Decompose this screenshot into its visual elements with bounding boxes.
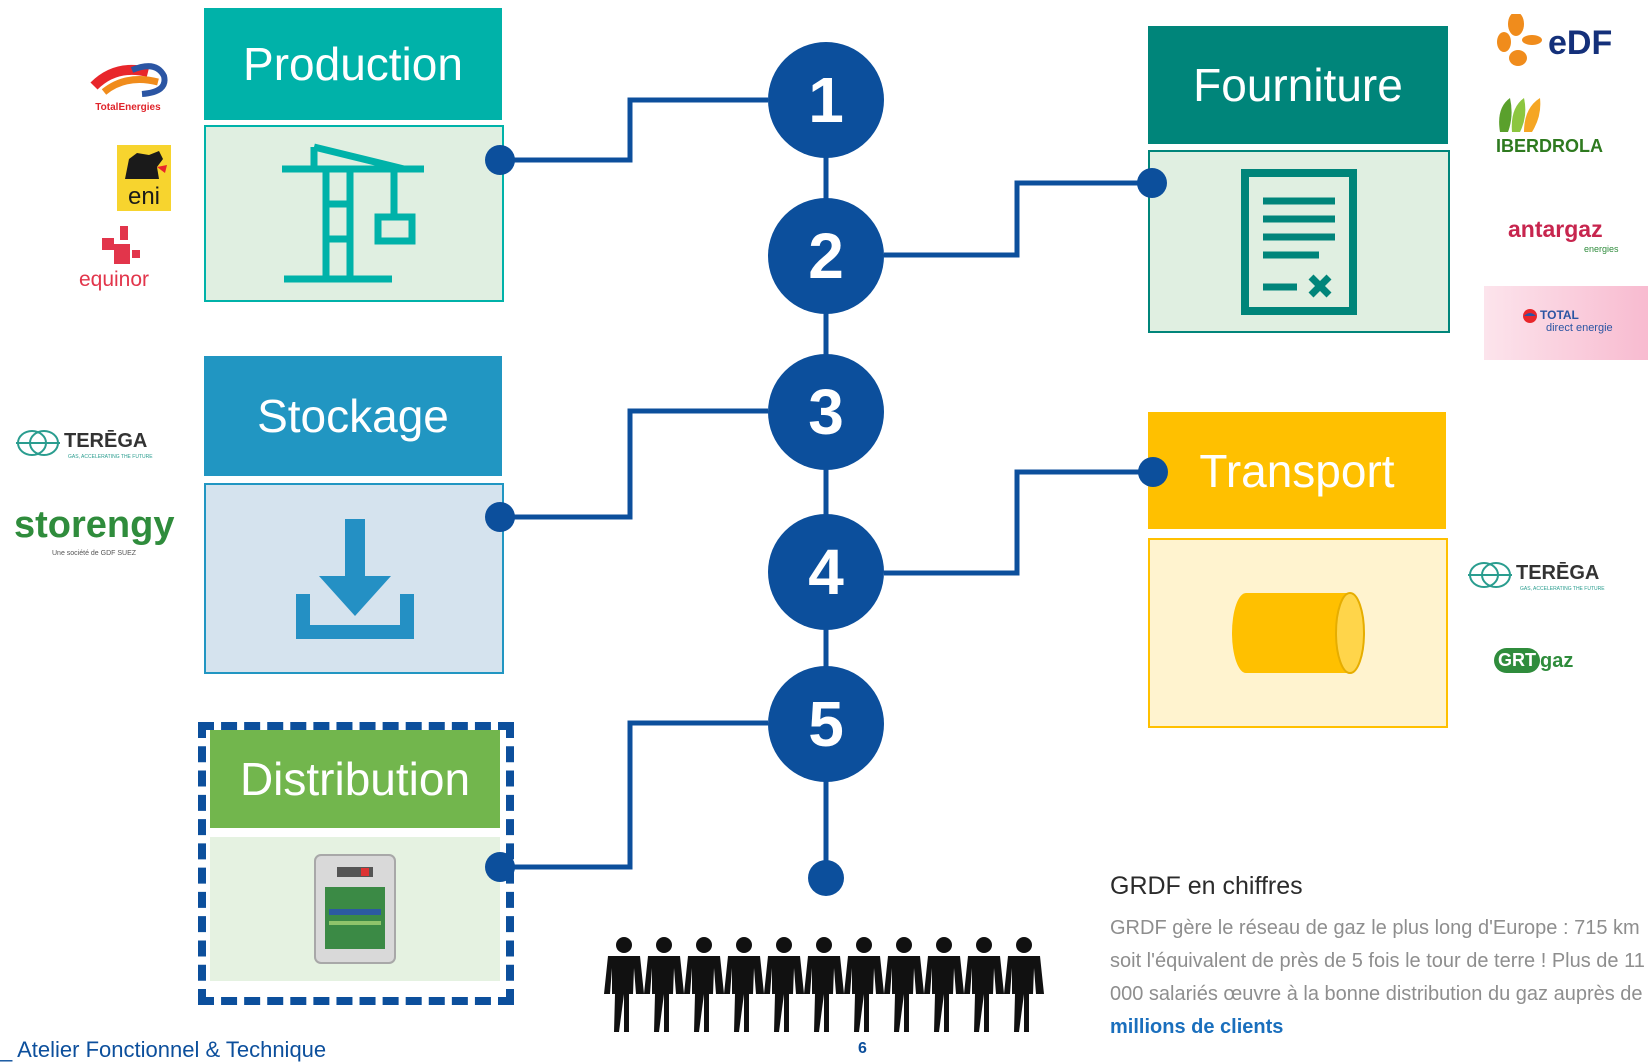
terega-logo-right: TERĒGA GAS, ACCELERATING THE FUTURE: [1468, 560, 1618, 598]
gas-meter-icon: [314, 854, 396, 964]
production-connector-dot: [485, 145, 515, 175]
edf-label: eDF: [1548, 24, 1613, 62]
eni-label: eni: [127, 183, 161, 210]
grtgaz-label-a: GRT: [1494, 648, 1540, 673]
fourniture-panel: [1148, 150, 1450, 333]
connector-fourniture: [884, 180, 1152, 258]
stats-highlight: 11 millions de clients: [1110, 1016, 1284, 1038]
timeline-end-dot: [808, 860, 844, 896]
footer-label: _ Atelier Fonctionnel & Technique: [0, 1037, 327, 1062]
storengy-logo: storengy Une société de GDF SUEZ: [14, 504, 174, 564]
fourniture-title: Fourniture: [1148, 26, 1448, 144]
transport-connector-dot: [1138, 457, 1168, 487]
distribution-title: Distribution: [210, 730, 500, 828]
terega-wave-icon: [1468, 562, 1512, 588]
totalenergies-symbol-icon: [90, 63, 168, 97]
step-1-circle: 1: [768, 42, 884, 158]
stockage-panel: [204, 483, 504, 674]
grtgaz-logo: GRT gaz: [1494, 648, 1614, 684]
iberdrola-logo: IBERDROLA: [1494, 94, 1634, 158]
stats-title: GRDF en chiffres: [1110, 872, 1303, 900]
edf-flower-icon: [1497, 14, 1542, 66]
iberdrola-leaves-icon: [1499, 98, 1541, 132]
eni-logo: eni: [117, 145, 171, 211]
contract-document-icon: [1241, 168, 1357, 315]
download-icon: [296, 518, 414, 639]
stockage-title: Stockage: [204, 356, 502, 476]
antargaz-label: antargaz: [1508, 216, 1603, 242]
people-icon-row: [604, 937, 1044, 1032]
crane-icon: [282, 143, 424, 282]
stats-paragraph: GRDF gère le réseau de gaz le plus long …: [1110, 912, 1648, 1044]
grtgaz-label-b: gaz: [1540, 650, 1574, 672]
connector-production: [506, 97, 768, 163]
antargaz-logo: antargaz energies: [1508, 206, 1628, 256]
total-ball-icon: [1523, 309, 1537, 323]
step-4-circle: 4: [768, 514, 884, 630]
terega-tagline-left: GAS, ACCELERATING THE FUTURE: [68, 454, 153, 460]
edf-logo: eDF: [1496, 14, 1626, 74]
terega-logo-left: TERĒGA GAS, ACCELERATING THE FUTURE: [16, 428, 166, 466]
distribution-connector-dot: [485, 852, 515, 882]
page-number: 6: [858, 1040, 867, 1057]
step-3-circle: 3: [768, 354, 884, 470]
terega-tagline-right: GAS, ACCELERATING THE FUTURE: [1520, 586, 1605, 592]
totalenergies-label: TotalEnergies: [95, 102, 161, 113]
stats-body-text: GRDF gère le réseau de gaz le plus long …: [1110, 917, 1648, 1005]
iberdrola-label: IBERDROLA: [1496, 136, 1603, 156]
storengy-label: storengy: [14, 504, 175, 546]
antargaz-sub-label: energies: [1584, 244, 1619, 254]
total-direct-energie-logo: TOTAL direct energie: [1484, 286, 1648, 360]
terega-wave-icon: [16, 430, 60, 456]
eni-dog-icon: [125, 151, 167, 179]
equinor-logo: equinor: [64, 226, 164, 296]
distribution-panel: [210, 837, 500, 981]
transport-title: Transport: [1148, 412, 1446, 529]
step-5-circle: 5: [768, 666, 884, 782]
production-panel: [204, 125, 504, 302]
fourniture-connector-dot: [1137, 168, 1167, 198]
step-2-circle: 2: [768, 198, 884, 314]
pipe-icon: [1232, 592, 1365, 674]
total-sub-label: direct energie: [1546, 322, 1613, 334]
stockage-connector-dot: [485, 502, 515, 532]
production-title: Production: [204, 8, 502, 120]
terega-label-right: TERĒGA: [1516, 562, 1600, 584]
connector-transport: [884, 469, 1153, 576]
totalenergies-logo: TotalEnergies: [86, 62, 170, 120]
connector-stockage: [506, 408, 768, 520]
equinor-star-icon: [102, 226, 140, 264]
storengy-tagline: Une société de GDF SUEZ: [52, 550, 137, 557]
connector-distribution: [506, 720, 768, 870]
total-label: TOTAL: [1540, 308, 1579, 322]
transport-panel: [1148, 538, 1448, 728]
terega-label-left: TERĒGA: [64, 430, 148, 452]
equinor-label: equinor: [78, 268, 150, 291]
